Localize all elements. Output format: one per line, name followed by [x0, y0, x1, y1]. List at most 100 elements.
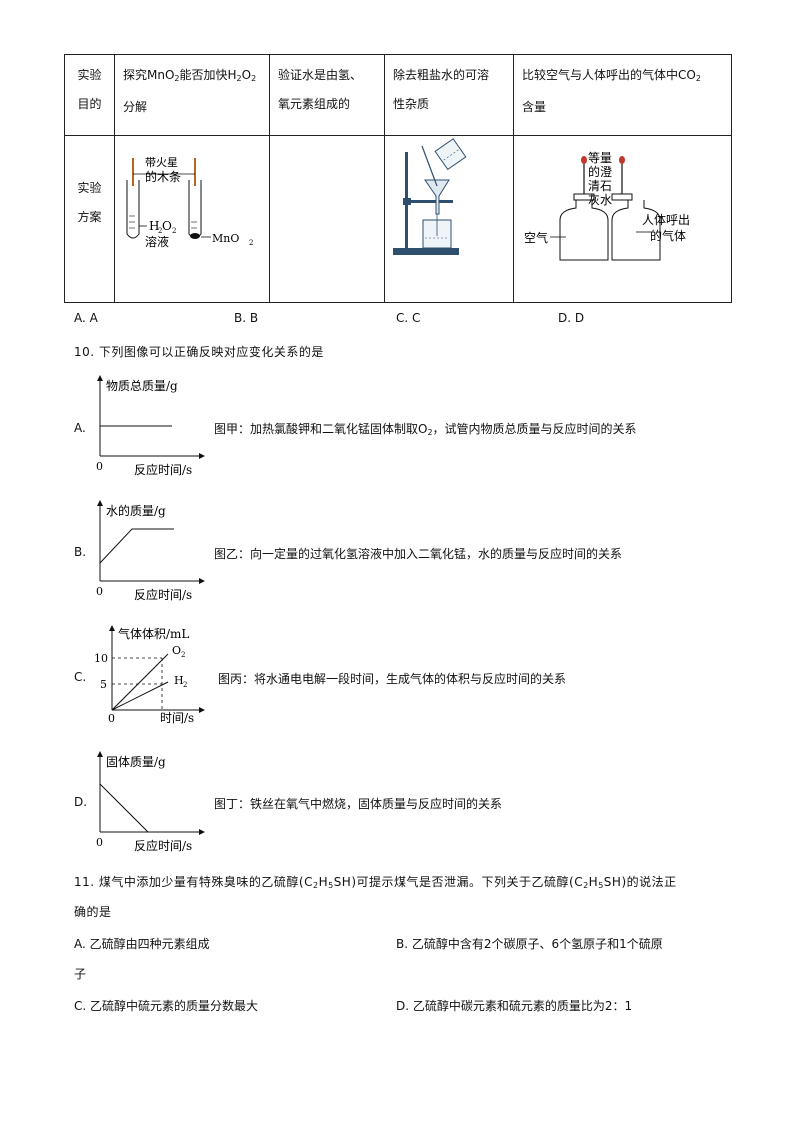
sub: 2 — [236, 74, 242, 83]
x-axis-label: 时间/s — [160, 711, 194, 725]
sub: 2 — [583, 881, 589, 890]
plan-c — [384, 135, 514, 303]
graph-d: 固体质量/g 0 反应时间/s — [96, 751, 205, 853]
purpose-a: 探究MnO2能否加快H2O2 分解 — [114, 54, 270, 136]
text: SH)可提示煤气是否泄漏。下列关于乙硫醇(C — [333, 875, 584, 889]
caption-b: 图乙：向一定量的过氧化氢溶液中加入二氧化锰，水的质量与反应时间的关系 — [214, 547, 623, 561]
text: 11. 煤气中添加少量有特殊臭味的乙硫醇(C — [74, 875, 313, 889]
sub: 2 — [251, 74, 257, 83]
table-row: 实验 目的 探究MnO2能否加快H2O2 分解 验证水是由氢、 氧元素组成的 除… — [64, 54, 732, 136]
sub: 2 — [249, 239, 253, 247]
sub: 2 — [181, 651, 185, 659]
text: 能否加快H — [179, 68, 237, 82]
label: 的木条 — [145, 169, 181, 184]
question-11-stem: 11. 煤气中添加少量有特殊臭味的乙硫醇(C2H5SH)可提示煤气是否泄漏。下列… — [74, 873, 677, 890]
tick-label: 10 — [94, 652, 108, 665]
tick-label: 5 — [100, 678, 107, 691]
label: H — [149, 219, 159, 233]
sub: 2 — [158, 227, 162, 235]
filtration-figure — [393, 138, 467, 255]
option-letter: C. — [74, 670, 87, 684]
text: 验证水是由氢、 — [278, 68, 363, 82]
text: 氧元素组成的 — [278, 97, 351, 111]
y-axis-label: 气体体积/mL — [118, 626, 189, 641]
option-letter: D. — [74, 795, 88, 809]
graph-c: 气体体积/mL 10 5 0 时间/s O 2 H 2 — [94, 625, 205, 725]
plan-d: 等量 的澄 清石 灰水 空气 人体呼出 的气体 — [513, 135, 732, 303]
x-axis-label: 反应时间/s — [134, 462, 192, 477]
text: O — [241, 68, 252, 82]
x-axis-label: 反应时间/s — [134, 587, 192, 602]
y-axis-label: 物质总质量/g — [106, 379, 178, 393]
y-axis-label: 水的质量/g — [106, 503, 166, 518]
label: 清石 — [588, 179, 612, 193]
graph-b: 水的质量/g 0 反应时间/s — [96, 500, 205, 602]
series-label-o2: O — [172, 644, 181, 657]
origin-label: 0 — [96, 836, 103, 849]
option-c: C. C — [396, 311, 421, 325]
text: 性杂质 — [393, 97, 430, 111]
label: 空气 — [524, 230, 548, 245]
sub: 2 — [172, 227, 176, 235]
option-letter: B. — [74, 545, 87, 559]
sub: 2 — [427, 428, 433, 437]
header-text: 实验 — [77, 181, 102, 195]
x-axis-label: 反应时间/s — [134, 838, 192, 853]
q11-option-b: B. 乙硫醇中含有2个碳原子、6个氢原子和1个硫原 — [396, 937, 663, 951]
y-axis-label: 固体质量/g — [106, 755, 166, 769]
label: 人体呼出 — [642, 213, 690, 227]
table-row: 实验 方案 带火星 的木条 — [64, 135, 732, 303]
text: H — [318, 875, 329, 889]
text: 探究MnO — [123, 68, 175, 82]
text: 除去粗盐水的可溶 — [393, 68, 490, 82]
text: 图甲：加热氯酸钾和二氧化锰固体制取O — [214, 422, 428, 436]
purpose-c: 除去粗盐水的可溶 性杂质 — [384, 54, 514, 136]
text: ，试管内物质总质量与反应时间的关系 — [432, 422, 637, 436]
label: 带火星 — [145, 156, 178, 169]
experiment-table: 实验 目的 探究MnO2能否加快H2O2 分解 验证水是由氢、 氧元素组成的 除… — [64, 54, 732, 303]
q11-option-b-cont: 子 — [74, 967, 87, 981]
q11-option-c: C. 乙硫醇中硫元素的质量分数最大 — [74, 999, 259, 1013]
text: 分解 — [123, 100, 148, 114]
label: 的澄 — [588, 164, 612, 179]
purpose-b: 验证水是由氢、 氧元素组成的 — [269, 54, 385, 136]
option-d: D. D — [558, 311, 585, 325]
option-b: B. B — [234, 311, 259, 325]
origin-label: 0 — [108, 712, 115, 725]
sub: 2 — [183, 681, 187, 689]
caption-c: 图丙：将水通电电解一段时间，生成气体的体积与反应时间的关系 — [218, 672, 567, 686]
sub: 5 — [328, 881, 334, 890]
label: 溶液 — [145, 234, 169, 249]
option-letter: A. — [74, 421, 86, 435]
sub: 2 — [695, 74, 701, 83]
label: O — [162, 219, 172, 233]
label: 等量 — [588, 151, 612, 165]
sub: 5 — [598, 881, 604, 890]
header-purpose: 实验 目的 — [64, 54, 115, 136]
label: 的气体 — [650, 228, 686, 243]
label: MnO — [212, 232, 239, 245]
graph-a: 物质总质量/g 0 反应时间/s — [96, 375, 205, 477]
question-10-stem: 10. 下列图像可以正确反映对应变化关系的是 — [74, 345, 324, 359]
purpose-d: 比较空气与人体呼出的气体中CO2 含量 — [513, 54, 732, 136]
origin-label: 0 — [96, 585, 103, 598]
text: H — [588, 875, 599, 889]
sub: 2 — [312, 881, 319, 890]
plan-a: 带火星 的木条 H 2 O 2 溶液 MnO 2 — [114, 135, 270, 303]
text: SH)的说法正 — [603, 875, 677, 889]
header-text: 方案 — [77, 210, 102, 224]
option-a: A. A — [74, 311, 98, 325]
question-11-stem-2: 确的是 — [74, 905, 112, 919]
header-plan: 实验 方案 — [64, 135, 115, 303]
gas-bottles-figure: 等量 的澄 清石 灰水 空气 人体呼出 的气体 — [524, 151, 690, 261]
header-text: 目的 — [77, 97, 102, 111]
sub: 2 — [174, 74, 180, 83]
text: 比较空气与人体呼出的气体中CO — [522, 68, 696, 82]
q11-option-a: A. 乙硫醇由四种元素组成 — [74, 937, 210, 951]
series-label-h2: H — [174, 674, 184, 687]
q11-option-d: D. 乙硫醇中碳元素和硫元素的质量比为2：1 — [396, 999, 633, 1013]
test-tubes-figure: 带火星 的木条 H 2 O 2 溶液 MnO 2 — [126, 156, 253, 249]
caption-a: 图甲：加热氯酸钾和二氧化锰固体制取O2，试管内物质总质量与反应时间的关系 — [214, 420, 637, 437]
origin-label: 0 — [96, 460, 103, 473]
plan-b — [269, 135, 385, 303]
